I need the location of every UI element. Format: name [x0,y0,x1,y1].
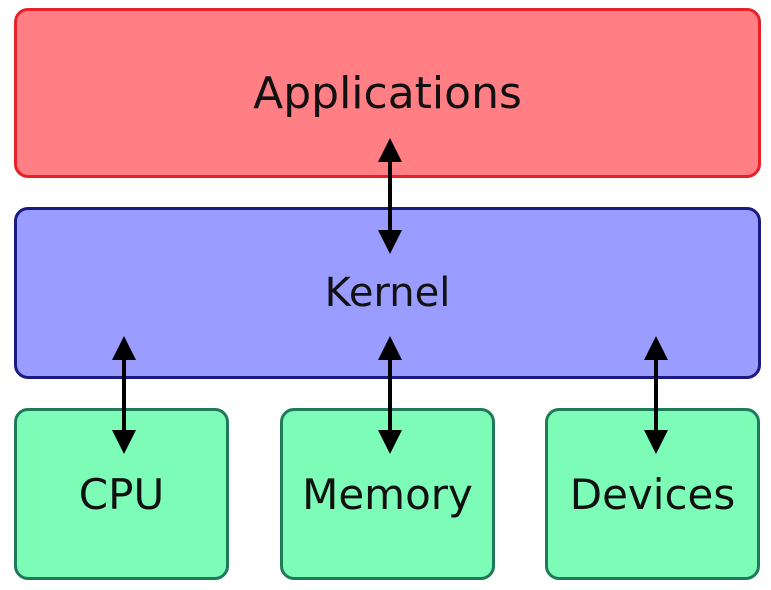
memory-box: Memory [280,408,495,580]
devices-label: Devices [569,469,736,519]
kernel-label: Kernel [324,270,451,316]
devices-box: Devices [545,408,760,580]
cpu-label: CPU [78,469,165,519]
cpu-box: CPU [14,408,229,580]
applications-label: Applications [253,67,522,119]
applications-layer: Applications [14,8,761,178]
kernel-layer: Kernel [14,207,761,379]
memory-label: Memory [302,469,473,519]
